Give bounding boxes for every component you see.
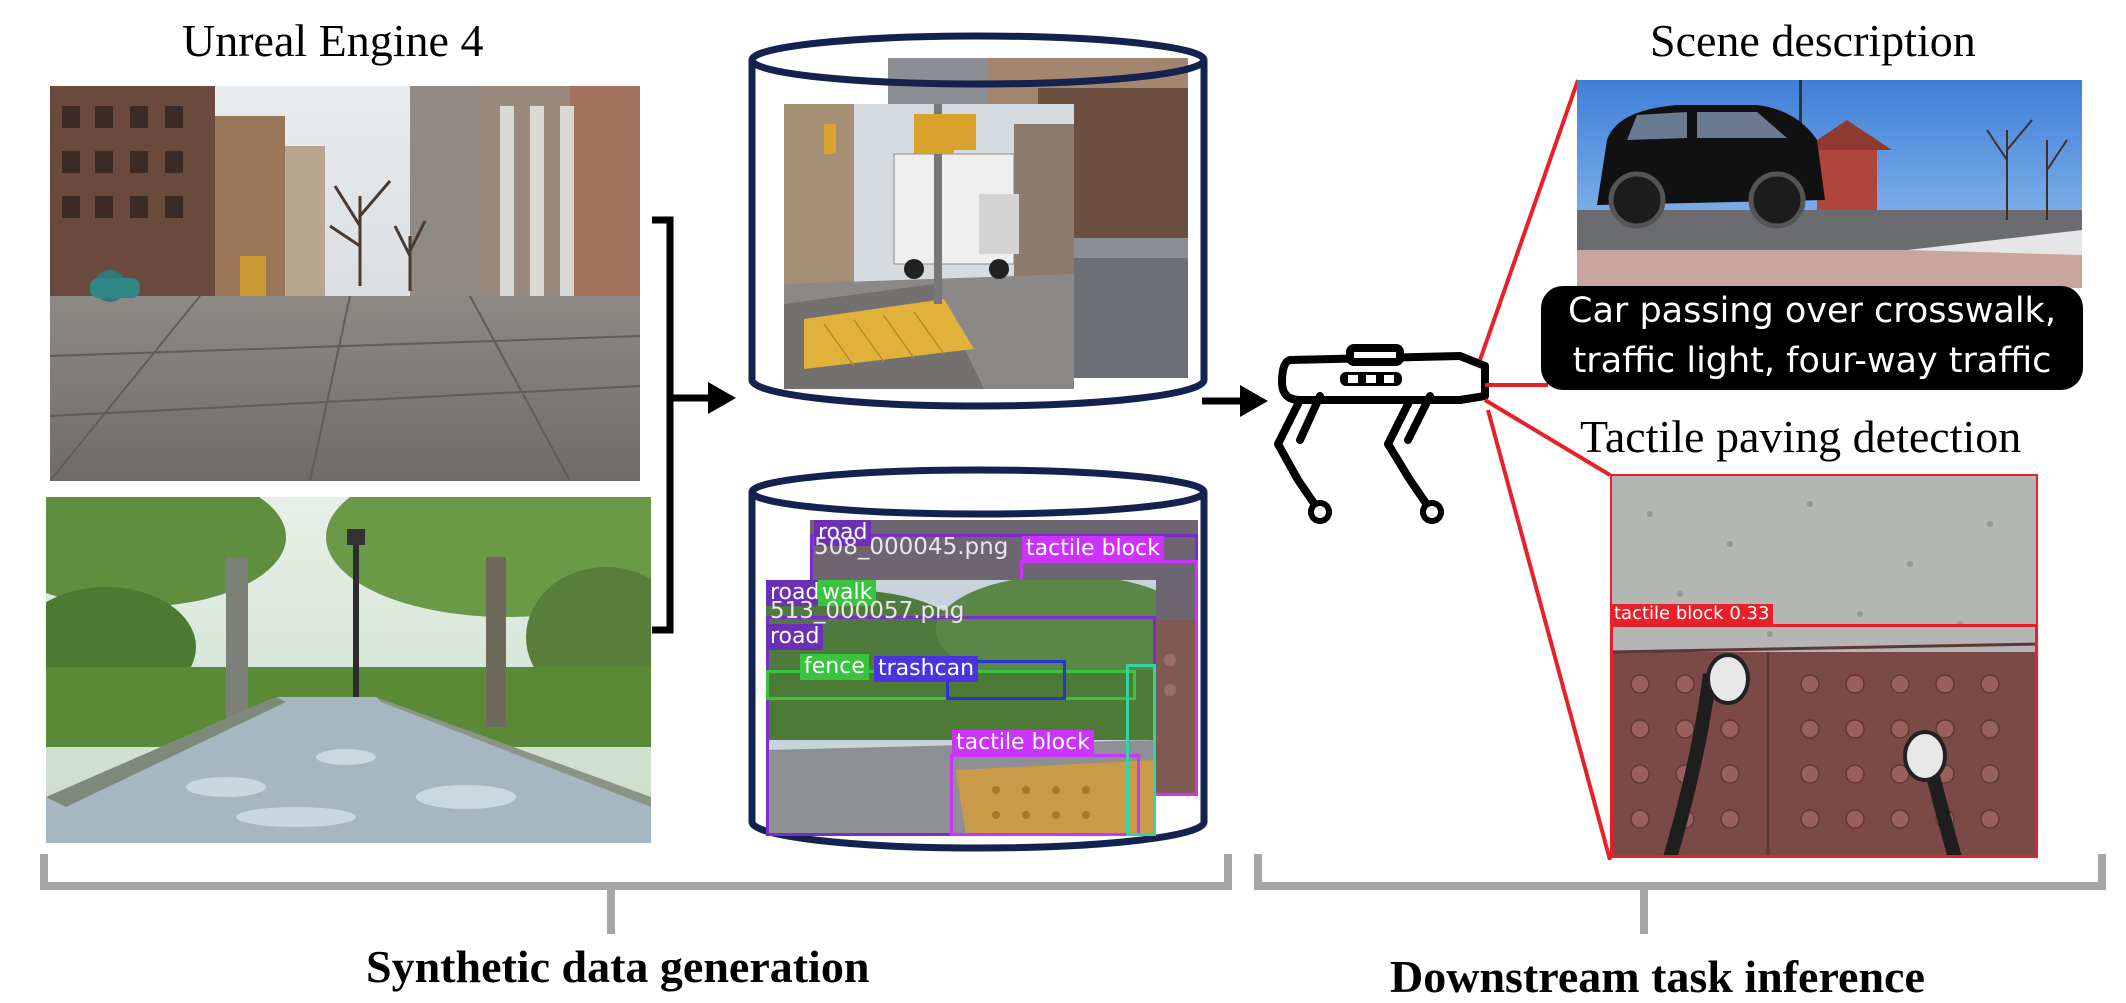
arrow-to-robot	[1202, 385, 1268, 417]
arrow-to-dataset	[670, 382, 736, 414]
det-label-tactile-back: tactile block	[1022, 536, 1164, 562]
synthetic-data-label: Synthetic data generation	[366, 941, 870, 992]
quadruped-robot-icon	[1274, 344, 1489, 524]
det-label-trashcan: trashcan	[874, 656, 979, 682]
det-filename-back: 508_000045.png	[814, 534, 1009, 560]
tactile-detection-title: Tactile paving detection	[1580, 411, 2022, 462]
red-connector-lines	[1478, 79, 1612, 860]
scene-caption-line2: traffic light, four-way traffic	[1572, 341, 2052, 381]
tactile-detection-photo: tactile block 0.33	[1610, 474, 2038, 858]
det-label-tactile-front: tactile block	[952, 730, 1094, 756]
scene-street-photo	[1577, 80, 2082, 288]
unreal-engine-title: Unreal Engine 4	[182, 15, 484, 66]
detection-label: tactile block 0.33	[1610, 604, 1774, 624]
city-street-render	[50, 86, 640, 481]
merge-bracket	[652, 216, 674, 634]
annotated-image-front: road walk 513_000057.png road fence tras…	[766, 580, 1156, 836]
park-path-render	[46, 497, 651, 843]
annotated-dataset-cylinder: road 508_000045.png tactile block road w…	[748, 466, 1208, 856]
scene-description-title: Scene description	[1650, 15, 1976, 66]
left-section-bracket	[40, 854, 1232, 934]
det-label-walk: walk	[818, 580, 877, 606]
det-label-road-front-2: road	[766, 624, 824, 650]
det-filename-front: 513_000057.png	[770, 598, 965, 624]
right-section-bracket	[1254, 854, 2106, 934]
scene-caption-line1: Car passing over crosswalk,	[1568, 291, 2056, 331]
downstream-task-label: Downstream task inference	[1390, 951, 1925, 1002]
det-label-road-back: road	[814, 520, 872, 546]
dataset-image-front	[784, 104, 1074, 389]
det-label-road-front: road	[766, 580, 824, 606]
det-label-fence: fence	[800, 654, 869, 680]
rgb-dataset-cylinder	[748, 32, 1208, 412]
scene-caption: Car passing over crosswalk, traffic ligh…	[1541, 286, 2083, 390]
